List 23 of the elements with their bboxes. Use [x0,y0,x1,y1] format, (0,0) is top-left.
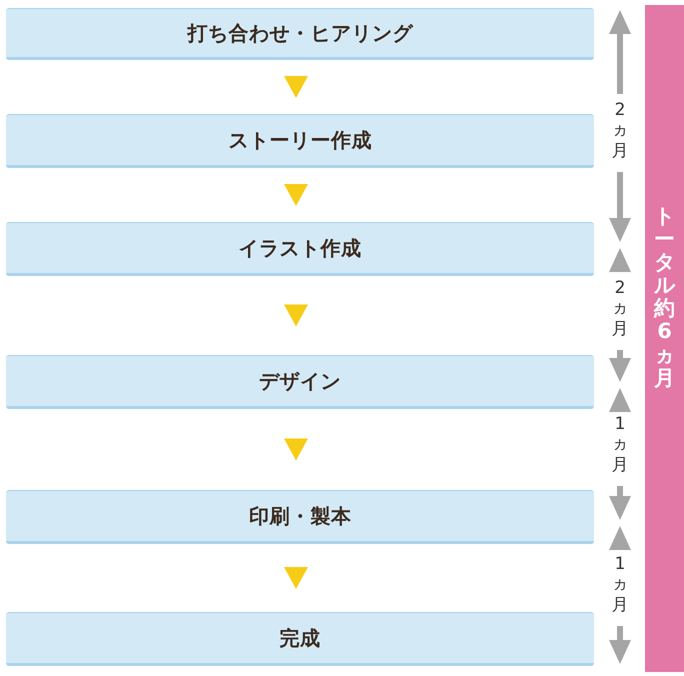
process-box [6,8,594,60]
process-box [6,490,594,544]
arrow [284,184,308,206]
process-box [6,222,594,276]
step-label: 印刷・製本 [248,503,352,530]
total-duration-label: トータル約6ヵ月 [654,205,675,392]
step-label: デザイン [259,368,341,395]
total-duration-bar [645,5,684,672]
step-label: 完成 [280,625,320,652]
duration-label: 2ヵ月 [611,100,629,162]
arrow [284,438,308,460]
process-box [6,114,594,168]
process-box [6,355,594,409]
step-label: 打ち合わせ・ヒアリング [187,20,413,47]
arrow [284,76,308,98]
arrow [284,304,308,326]
duration-label: 1ヵ月 [611,554,629,616]
duration-label: 2ヵ月 [611,278,629,340]
arrow [284,567,308,589]
duration-label: 1ヵ月 [611,414,629,476]
step-label: イラスト作成 [238,235,362,262]
step-label: ストーリー作成 [228,127,372,154]
process-box [6,612,594,666]
